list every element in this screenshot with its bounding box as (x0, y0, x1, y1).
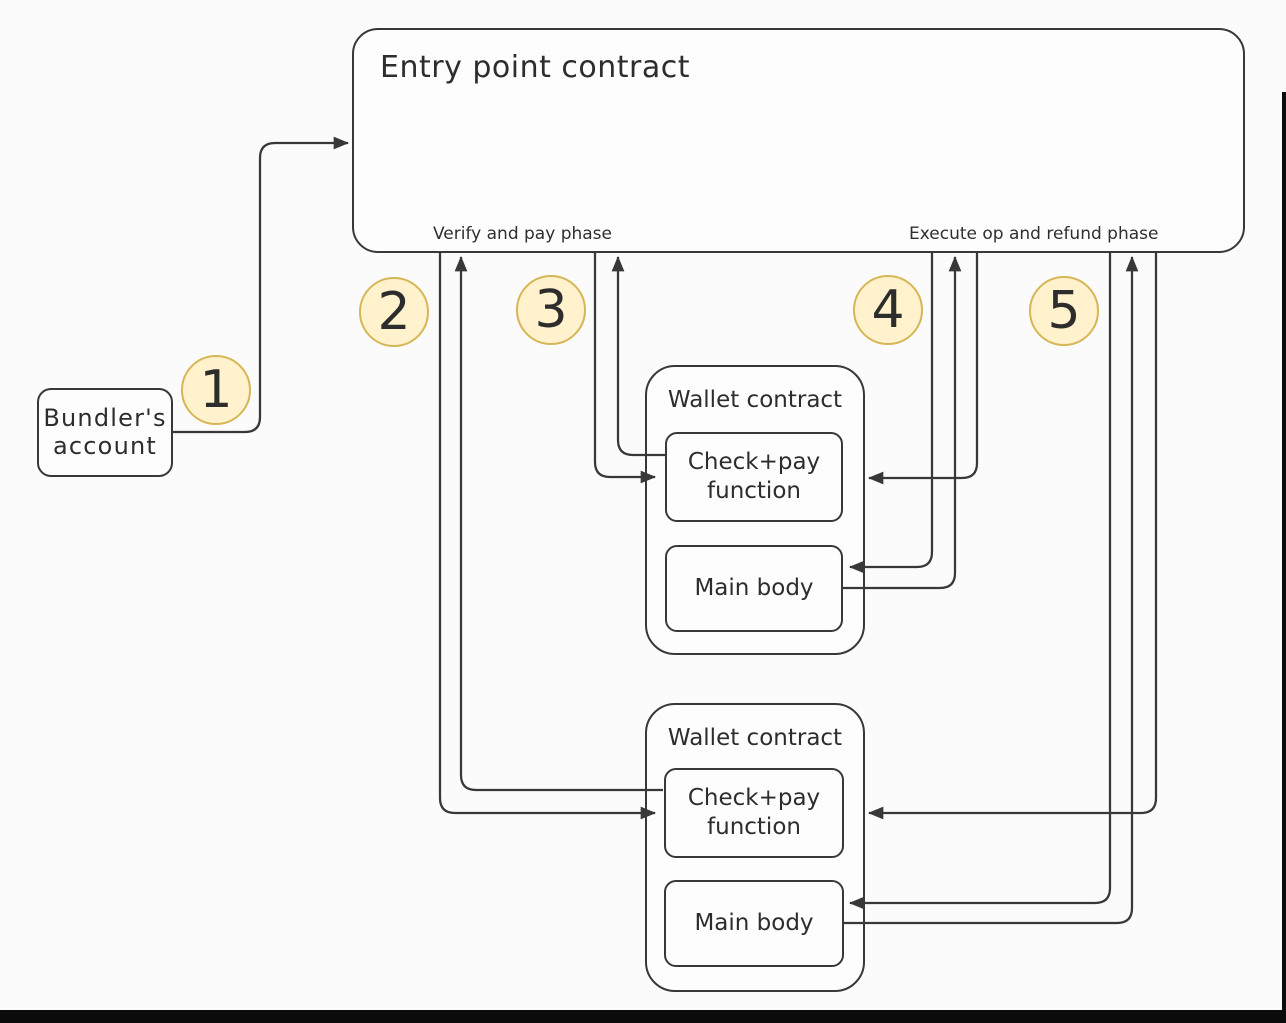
wallet-contract-title-upper: Wallet contract (667, 387, 843, 413)
step-badge-1: 1 (181, 355, 251, 425)
edge-refund-lower-check-pay (867, 253, 1158, 820)
entry-point-contract-box: Entry point contract (352, 28, 1245, 253)
check-pay-function-box-lower: Check+pay function (664, 768, 844, 858)
edge-verify-return-lower-check-pay (454, 255, 663, 792)
edge-verify-return-upper-check-pay (611, 255, 665, 457)
step-badge-3: 3 (516, 275, 586, 345)
edge-bundler-to-entry-point (173, 136, 350, 434)
step-badge-2-number: 2 (377, 282, 411, 342)
edge-execute-call-lower-main-body (848, 253, 1112, 910)
edge-execute-call-upper-main-body (848, 253, 934, 574)
edge-verify-call-lower-check-pay (438, 253, 657, 820)
step-badge-3-number: 3 (534, 280, 568, 340)
execute-phase-label: Execute op and refund phase (909, 224, 1159, 244)
entry-point-title: Entry point contract (380, 50, 690, 85)
main-body-label-upper: Main body (694, 575, 814, 602)
step-badge-1-number: 1 (199, 360, 233, 420)
main-body-label-lower: Main body (694, 910, 814, 937)
check-pay-function-box-upper: Check+pay function (665, 432, 843, 522)
check-pay-function-label-upper: Check+pay function (687, 449, 821, 504)
bundler-account-box: Bundler's account (37, 388, 173, 477)
step-badge-4-number: 4 (871, 280, 905, 340)
check-pay-function-label-lower: Check+pay function (687, 785, 821, 840)
edge-execute-return-lower-main-body (843, 255, 1139, 925)
edge-execute-return-upper-main-body (843, 255, 962, 590)
letterbox-bottom-bar (0, 1010, 1286, 1023)
wallet-contract-title-lower: Wallet contract (667, 725, 843, 751)
bundler-account-label: Bundler's account (43, 403, 167, 460)
edge-refund-upper-check-pay (867, 253, 979, 485)
main-body-box-upper: Main body (665, 545, 843, 632)
edge-verify-call-upper-check-pay (593, 253, 657, 484)
step-badge-5: 5 (1029, 276, 1099, 346)
verify-phase-label: Verify and pay phase (433, 224, 612, 244)
step-badge-2: 2 (359, 277, 429, 347)
screen-right-edge-bar (1282, 92, 1286, 1023)
step-badge-5-number: 5 (1047, 281, 1081, 341)
main-body-box-lower: Main body (664, 880, 844, 967)
step-badge-4: 4 (853, 275, 923, 345)
